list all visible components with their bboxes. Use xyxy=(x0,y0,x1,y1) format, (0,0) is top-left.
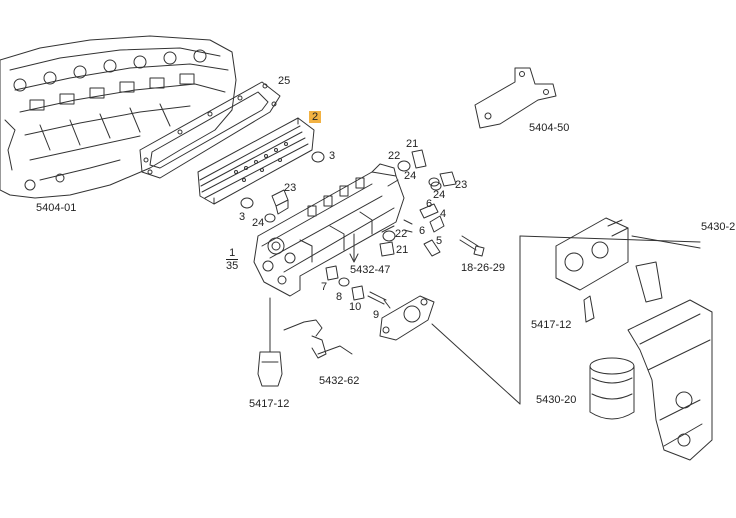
label-part-7: 7 xyxy=(321,281,328,293)
label-oil-filter: 5430-20 xyxy=(536,394,577,406)
label-fraction: 1 35 xyxy=(226,247,239,272)
label-plug-6-lower: 6 xyxy=(419,225,426,237)
label-o-ring-left: 3 xyxy=(239,211,246,223)
label-seal-23-top: 23 xyxy=(455,179,468,191)
label-sender-right: 5417-12 xyxy=(531,319,572,331)
label-part-10: 10 xyxy=(349,301,362,313)
label-seal-24-top: 24 xyxy=(404,170,417,182)
filter-housing-top xyxy=(555,217,629,323)
oil-filter xyxy=(589,357,635,420)
gasket xyxy=(139,81,281,179)
housing-gasket xyxy=(379,295,435,341)
oil-housing xyxy=(253,163,405,297)
label-part-9: 9 xyxy=(373,309,380,321)
bracket xyxy=(474,67,557,129)
label-seal-22-top: 22 xyxy=(388,150,401,162)
oil-cooler xyxy=(197,117,315,205)
label-housing-part: 5432-47 xyxy=(350,264,391,276)
label-seal-24-left: 24 xyxy=(252,217,265,229)
label-gasket: 25 xyxy=(278,75,291,87)
label-cylinder-head: 5404-01 xyxy=(36,202,77,214)
label-seal-21-top: 21 xyxy=(406,138,419,150)
label-o-ring-right: 3 xyxy=(329,150,336,162)
label-oil-cooler-highlighted[interactable]: 2 xyxy=(309,111,322,123)
label-kit: 5432-62 xyxy=(319,375,360,387)
label-seal-23-left: 23 xyxy=(284,182,297,194)
label-part-8: 8 xyxy=(336,291,343,303)
label-sender-left: 5417-12 xyxy=(249,398,290,410)
label-filter-housing: 5430-2 xyxy=(701,221,736,233)
label-seal-21-mid: 21 xyxy=(396,244,409,256)
label-plug-5: 5 xyxy=(436,235,443,247)
label-plug-6-upper: 6 xyxy=(426,198,433,210)
filter-housing-body xyxy=(627,299,713,461)
fraction-numerator: 1 xyxy=(226,247,239,260)
label-plug-4: 4 xyxy=(440,208,447,220)
label-seal-22-mid: 22 xyxy=(395,228,408,240)
fraction-denominator: 35 xyxy=(226,260,239,272)
cylinder-head xyxy=(0,35,237,199)
label-seal-24-right: 24 xyxy=(433,189,446,201)
label-bracket: 5404-50 xyxy=(529,122,570,134)
label-bolt: 18-26-29 xyxy=(461,262,506,274)
